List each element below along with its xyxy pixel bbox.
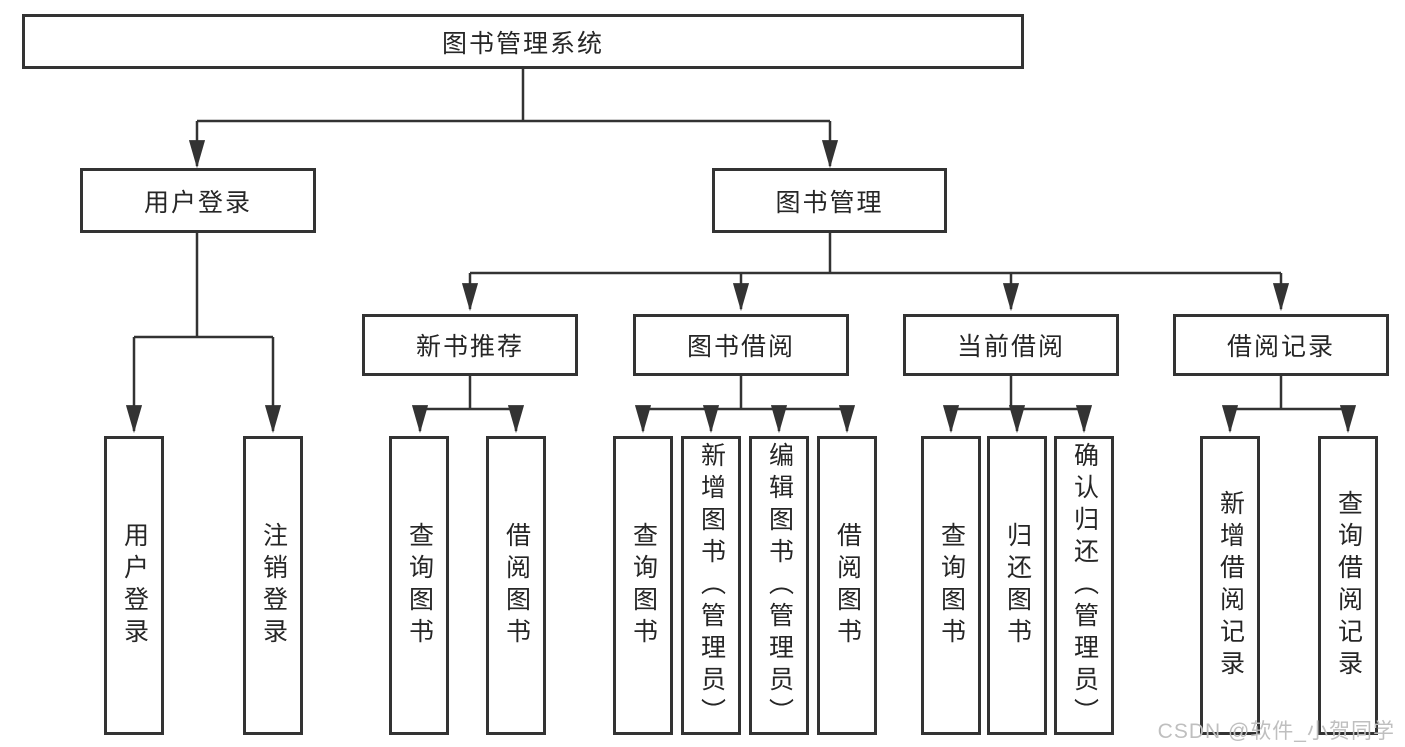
leaf-edit-book-admin: 编辑图书（管理员）	[749, 436, 809, 735]
leaf-user-login: 用户登录	[104, 436, 164, 735]
node-current-borrowing-label: 当前借阅	[956, 333, 1065, 361]
leaf-logout: 注销登录	[243, 436, 303, 735]
leaf-add-borrow-record-label: 新增借阅记录	[1216, 489, 1245, 682]
edge-record-split	[1230, 376, 1348, 411]
edge-bookmgmt-split	[470, 233, 1281, 275]
node-book-management-label: 图书管理	[775, 188, 884, 217]
edge-borrow-split	[643, 376, 847, 411]
leaf-return-books-label: 归还图书	[1003, 521, 1032, 650]
node-user-login: 用户登录	[80, 168, 316, 233]
edge-userlogin-split	[134, 233, 273, 339]
node-user-login-label: 用户登录	[143, 188, 252, 217]
leaf-logout-label: 注销登录	[259, 521, 288, 650]
node-library-system-label: 图书管理系统	[441, 29, 604, 58]
leaf-add-borrow-record: 新增借阅记录	[1200, 436, 1260, 735]
leaf-query-books-3-label: 查询图书	[937, 521, 966, 650]
leaf-query-books-1-label: 查询图书	[405, 521, 434, 650]
leaf-borrow-books-2: 借阅图书	[817, 436, 877, 735]
leaf-borrow-books-1-label: 借阅图书	[502, 521, 531, 650]
edge-newbook-split	[420, 376, 516, 411]
leaf-borrow-books-2-label: 借阅图书	[833, 521, 862, 650]
leaf-add-book-admin: 新增图书（管理员）	[681, 436, 741, 735]
leaf-borrow-books-1: 借阅图书	[486, 436, 546, 735]
node-book-borrowing-label: 图书借阅	[686, 333, 795, 361]
leaf-query-books-2-label: 查询图书	[629, 521, 658, 650]
watermark: CSDN @软件_小贺同学	[1157, 720, 1395, 743]
node-borrowing-records-label: 借阅记录	[1226, 333, 1335, 361]
node-new-book-recommend: 新书推荐	[362, 314, 578, 376]
leaf-edit-book-admin-label: 编辑图书（管理员）	[765, 441, 794, 730]
leaf-confirm-return-admin-label: 确认归还（管理员）	[1070, 441, 1099, 730]
leaf-confirm-return-admin: 确认归还（管理员）	[1054, 436, 1114, 735]
leaf-query-borrow-record-label: 查询借阅记录	[1334, 489, 1363, 682]
leaf-user-login-label: 用户登录	[120, 521, 149, 650]
node-current-borrowing: 当前借阅	[903, 314, 1119, 376]
leaf-query-books-3: 查询图书	[921, 436, 981, 735]
edge-current-split	[951, 376, 1084, 411]
node-borrowing-records: 借阅记录	[1173, 314, 1389, 376]
leaf-query-books-2: 查询图书	[613, 436, 673, 735]
edge-root-split	[197, 69, 830, 123]
node-library-system: 图书管理系统	[22, 14, 1024, 69]
leaf-query-books-1: 查询图书	[389, 436, 449, 735]
leaf-return-books: 归还图书	[987, 436, 1047, 735]
node-book-borrowing: 图书借阅	[633, 314, 849, 376]
leaf-query-borrow-record: 查询借阅记录	[1318, 436, 1378, 735]
node-book-management: 图书管理	[712, 168, 947, 233]
leaf-add-book-admin-label: 新增图书（管理员）	[697, 441, 726, 730]
node-new-book-recommend-label: 新书推荐	[415, 333, 524, 361]
